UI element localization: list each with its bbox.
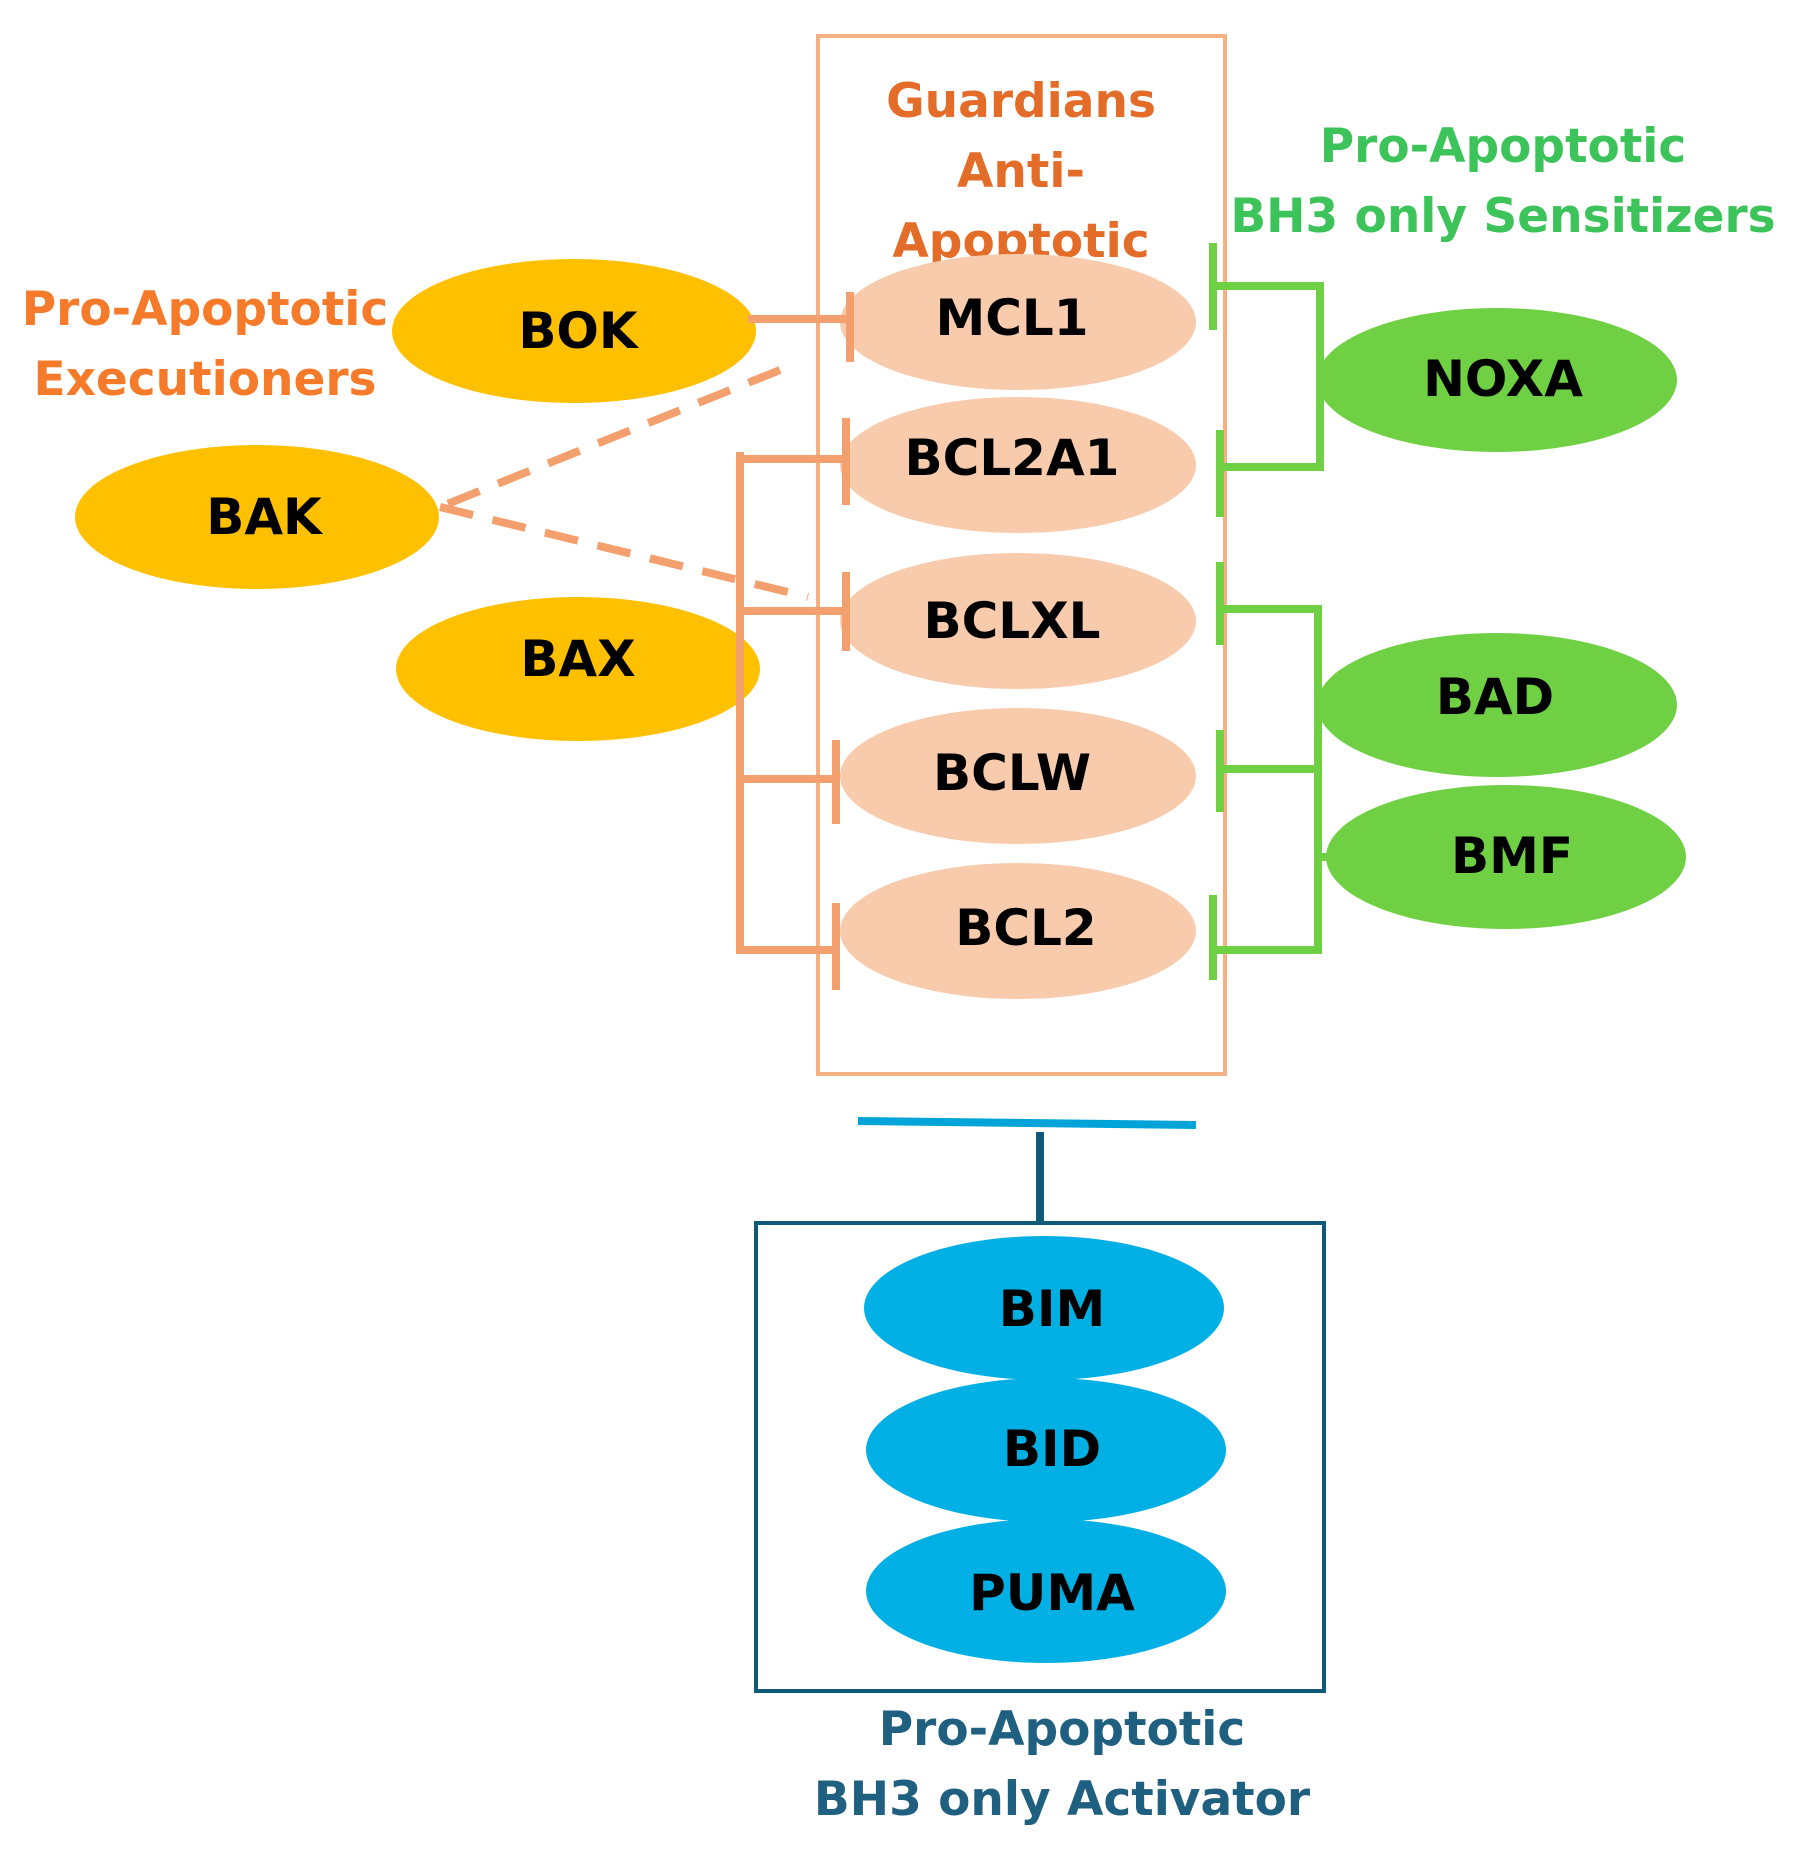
sensitizer-inhibition-connectors	[1209, 243, 1330, 980]
guardian-node-bclxl: BCLXL	[840, 553, 1196, 689]
activator-node-puma: PUMA	[866, 1519, 1226, 1663]
bak-to-bclxl-dashed-link	[439, 503, 809, 601]
node-shape	[1326, 785, 1686, 929]
node-shape	[864, 1236, 1224, 1380]
node-label: BMF	[1451, 827, 1573, 885]
node-label: BIM	[999, 1280, 1105, 1338]
guardian-node-bcl2: BCL2	[840, 863, 1196, 999]
node-shape	[866, 1519, 1226, 1663]
guardian-node-bcl2a1: BCL2A1	[840, 397, 1196, 533]
activators-title-line-2: BH3 only Activator	[814, 1772, 1311, 1827]
node-label: BCL2	[955, 899, 1096, 957]
node-shape	[866, 1378, 1226, 1522]
node-shape	[1317, 308, 1677, 452]
executioner-nodes: BOK BAK BAX	[75, 259, 760, 741]
activators-title-line-1: Pro-Apoptotic	[879, 1702, 1246, 1757]
guardians-title-line-2: Anti-	[957, 144, 1085, 199]
bak-dashed-links	[438, 366, 809, 601]
node-label: BCLW	[933, 744, 1091, 802]
executioner-inhibition-connectors	[736, 292, 854, 990]
node-label: BAK	[206, 488, 324, 546]
sensitizers-title-line-2: BH3 only Sensitizers	[1230, 189, 1775, 244]
node-label: PUMA	[969, 1564, 1135, 1622]
sensitizer-node-bmf: BMF	[1326, 785, 1686, 929]
guardians-title-line-1: Guardians	[886, 74, 1156, 129]
activator-nodes: BIM BID PUMA	[864, 1236, 1226, 1663]
node-shape	[1317, 633, 1677, 777]
activator-tbar	[857, 1117, 1197, 1129]
executioner-node-bok: BOK	[392, 259, 756, 403]
guardian-node-mcl1: MCL1	[840, 254, 1196, 390]
sensitizers-title-line-1: Pro-Apoptotic	[1320, 119, 1687, 174]
node-shape	[75, 445, 439, 589]
guardians-title: Guardians Anti- Apoptotic	[886, 74, 1156, 269]
node-label: BID	[1003, 1420, 1101, 1478]
node-shape	[840, 553, 1196, 689]
node-shape	[840, 708, 1196, 844]
guardians-box	[816, 34, 1227, 1076]
node-label: BAD	[1436, 668, 1554, 726]
activators-box	[754, 1221, 1326, 1693]
guardian-node-bclw: BCLW	[840, 708, 1196, 844]
node-label: BAX	[520, 630, 635, 688]
executioners-title: Pro-Apoptotic Executioners	[22, 282, 389, 407]
node-shape	[392, 259, 756, 403]
executioner-node-bak: BAK	[75, 445, 439, 589]
node-label: BOK	[518, 302, 640, 360]
node-shape	[840, 254, 1196, 390]
node-label: MCL1	[935, 289, 1088, 347]
node-label: BCLXL	[923, 592, 1100, 650]
activator-inhibition	[857, 1117, 1197, 1223]
node-shape	[396, 597, 760, 741]
bak-to-mcl1-dashed-link	[438, 366, 782, 511]
node-shape	[840, 863, 1196, 999]
node-label: NOXA	[1423, 350, 1583, 408]
sensitizer-node-noxa: NOXA	[1317, 308, 1677, 452]
guardian-nodes: MCL1 BCL2A1 BCLXL BCLW BCL2	[840, 254, 1196, 999]
executioner-node-bax: BAX	[396, 597, 760, 741]
activator-node-bid: BID	[866, 1378, 1226, 1522]
sensitizers-title: Pro-Apoptotic BH3 only Sensitizers	[1230, 119, 1775, 244]
sensitizer-node-bad: BAD	[1317, 633, 1677, 777]
activator-node-bim: BIM	[864, 1236, 1224, 1380]
activators-title: Pro-Apoptotic BH3 only Activator	[814, 1702, 1311, 1827]
sensitizer-nodes: NOXA BAD BMF	[1317, 308, 1686, 929]
node-shape	[840, 397, 1196, 533]
node-label: BCL2A1	[905, 429, 1120, 487]
executioners-title-line-1: Pro-Apoptotic	[22, 282, 389, 337]
executioners-title-line-2: Executioners	[34, 352, 377, 407]
